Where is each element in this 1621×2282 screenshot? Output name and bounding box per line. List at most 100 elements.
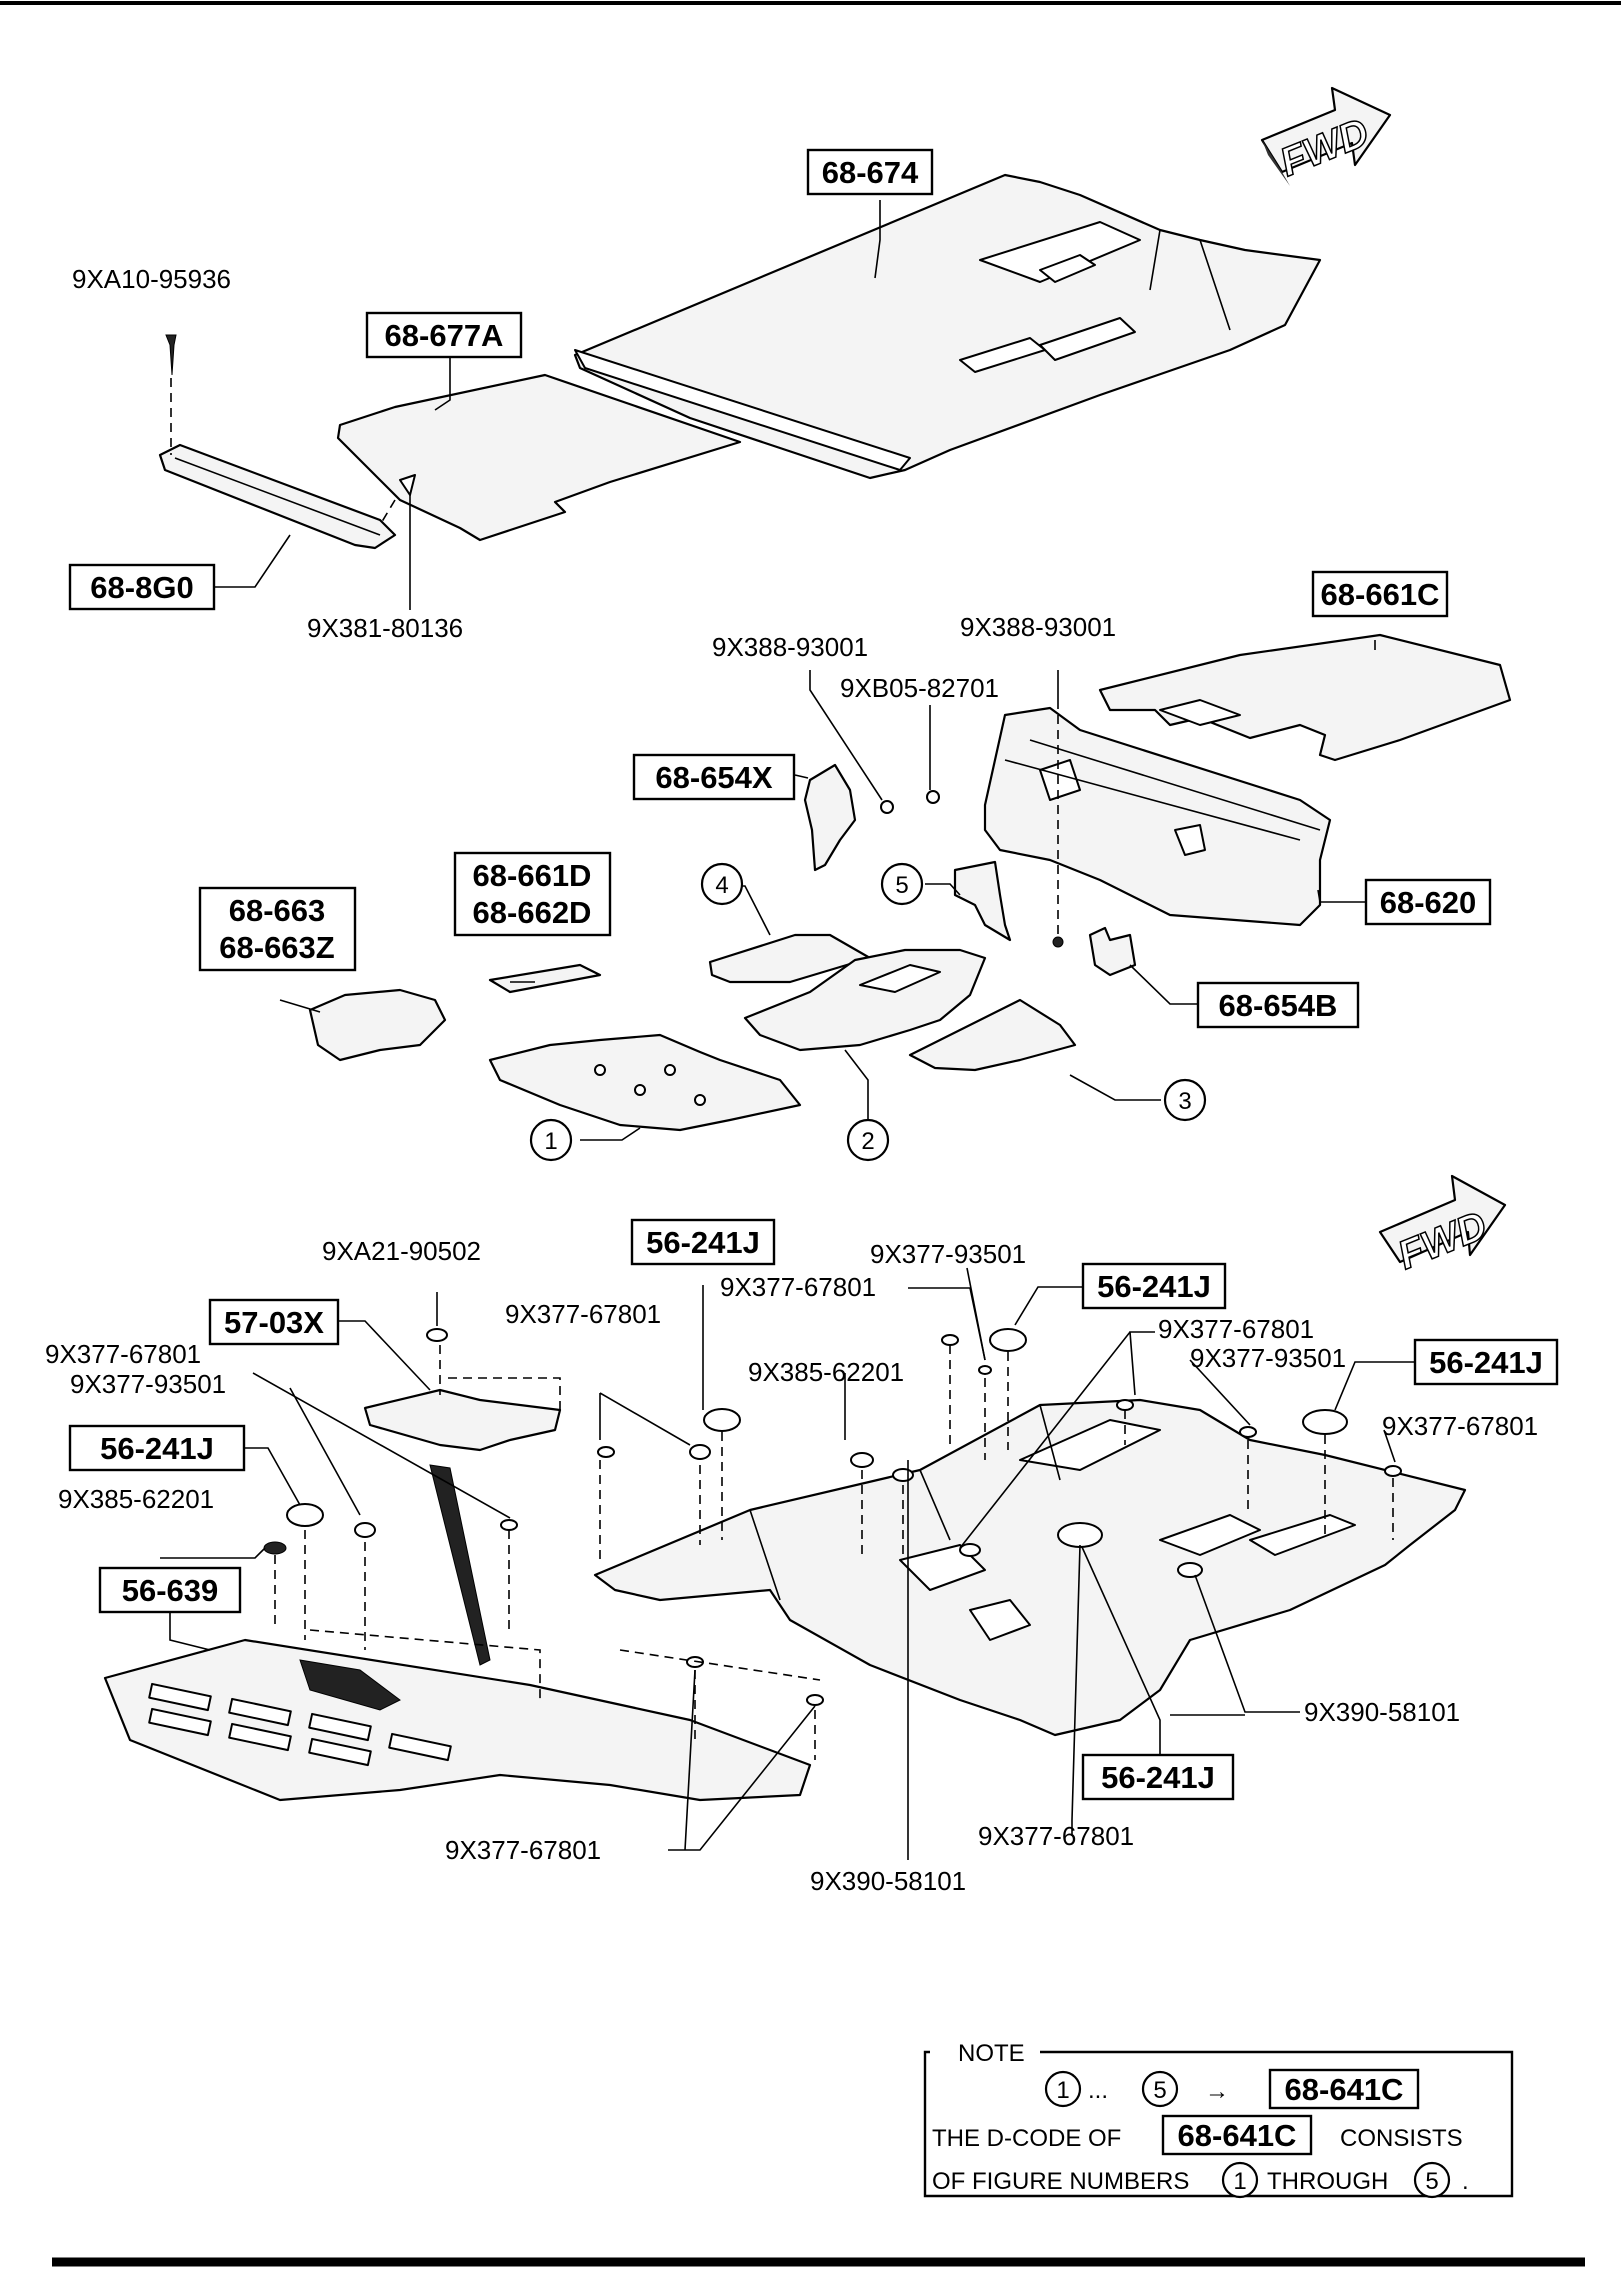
part-number[interactable]: 9X377-67801 (45, 1339, 201, 1369)
dash-insulator (1098, 633, 1512, 762)
floor-recess (969, 1599, 1031, 1641)
part-number[interactable]: 9X388-93001 (960, 612, 1116, 642)
callout-text: 68-661D (473, 858, 592, 893)
bolt-icon (1052, 936, 1064, 948)
grommets (263, 1328, 1402, 1706)
tunnel-hole (859, 964, 941, 993)
callout-56-639[interactable]: 56-639 (98, 1566, 242, 1614)
part-number[interactable]: 9X385-62201 (58, 1484, 214, 1514)
note-line3-period: . (1462, 2168, 1469, 2195)
callout-56-241j-b[interactable]: 56-241J (1081, 1262, 1227, 1310)
figure-number-4: 4 (700, 862, 744, 906)
dash-panel-hole (1174, 824, 1206, 856)
insulator-1 (488, 1033, 802, 1132)
part-number[interactable]: 9X377-67801 (978, 1821, 1134, 1851)
callout-68-674[interactable]: 68-674 (806, 148, 934, 196)
note-line2-prefix: THE D-CODE OF (932, 2125, 1121, 2152)
floor-recess (1249, 1514, 1356, 1556)
note-code: 68-641C (1285, 2072, 1404, 2107)
figure-number-text: 5 (895, 872, 908, 899)
bracket-right (1088, 926, 1137, 977)
part-number[interactable]: 9X377-93501 (870, 1239, 1026, 1269)
callout-text: 68-654X (655, 760, 773, 795)
part-number[interactable]: 9XA21-90502 (322, 1236, 481, 1266)
floor-recess (1159, 1514, 1261, 1556)
note-box: NOTE 1 ... 5 → 68-641C THE D-CODE OF 68-… (923, 2040, 1514, 2199)
callout-56-241j-a[interactable]: 56-241J (630, 1218, 776, 1266)
carpet-pad (1039, 317, 1136, 361)
note-line2-suffix: CONSISTS (1340, 2125, 1463, 2152)
install-dashes (274, 1345, 1394, 1760)
figure-number-5: 5 (880, 862, 924, 906)
callout-text: 68-620 (1380, 885, 1477, 920)
part-number[interactable]: 9X377-93501 (70, 1369, 226, 1399)
figure-number-3: 3 (1163, 1078, 1207, 1122)
part-number[interactable]: 9X390-58101 (1304, 1697, 1460, 1727)
note-line3-start: 1 (1233, 2168, 1246, 2195)
part-number[interactable]: 9XA10-95936 (72, 264, 231, 294)
rear-floor (103, 1638, 812, 1802)
shield-strap (429, 1464, 491, 1666)
callout-57-03x[interactable]: 57-03X (208, 1298, 340, 1346)
callout-68-677a[interactable]: 68-677A (365, 311, 523, 359)
part-number[interactable]: 9X388-93001 (712, 632, 868, 662)
part-number[interactable]: 9XB05-82701 (840, 673, 999, 703)
callout-text: 57-03X (224, 1305, 324, 1340)
figure-number-2: 2 (846, 1118, 890, 1162)
callout-text: 56-241J (1429, 1345, 1543, 1380)
floor-carpet-main (573, 173, 1322, 480)
note-fig-end: 5 (1153, 2077, 1166, 2104)
callout-text: 68-663Z (219, 930, 335, 965)
callout-68-663[interactable]: 68-663 68-663Z (198, 886, 357, 972)
part-number[interactable]: 9X377-67801 (505, 1299, 661, 1329)
floor-ridges (749, 1404, 1061, 1601)
rear-floor-shadow (299, 1659, 401, 1711)
note-line3-prefix: OF FIGURE NUMBERS (932, 2168, 1189, 2195)
fwd-arrow-top: FWD (1260, 86, 1392, 186)
clip-icon (880, 800, 894, 814)
note-line3-mid: THROUGH (1267, 2168, 1388, 2195)
callout-text: 68-661C (1321, 577, 1440, 612)
figure-number-text: 1 (544, 1128, 557, 1155)
carpet-tunnel (979, 221, 1141, 283)
fwd-arrow-bottom: FWD (1378, 1174, 1507, 1279)
callout-text: 56-241J (1101, 1760, 1215, 1795)
part-number[interactable]: 9X377-67801 (445, 1835, 601, 1865)
bracket-left (803, 763, 857, 872)
callout-68-661d[interactable]: 68-661D 68-662D (453, 851, 612, 937)
floor-recess (899, 1544, 986, 1591)
part-number[interactable]: 9X377-67801 (720, 1272, 876, 1302)
carpet-front-edge (574, 349, 911, 471)
dash-panel-hole (1039, 759, 1081, 801)
note-title: NOTE (958, 2040, 1025, 2067)
callout-68-654x[interactable]: 68-654X (632, 753, 796, 801)
clip-icon (926, 790, 940, 804)
callout-text: 68-677A (385, 318, 504, 353)
callout-text: 68-674 (822, 155, 919, 190)
dash-insulator-cutout (1159, 699, 1241, 726)
callout-text: 56-241J (1097, 1269, 1211, 1304)
clip-dash (379, 499, 396, 526)
part-number[interactable]: 9X377-67801 (1158, 1314, 1314, 1344)
part-number[interactable]: 9X385-62201 (748, 1357, 904, 1387)
part-number[interactable]: 9X390-58101 (810, 1866, 966, 1896)
callout-56-241j-e[interactable]: 56-241J (1081, 1753, 1235, 1801)
scuff-plate-ridge (174, 457, 381, 536)
callout-68-620[interactable]: 68-620 (1364, 878, 1492, 926)
callout-56-241j-c[interactable]: 56-241J (1413, 1338, 1559, 1386)
rear-carpet (336, 373, 742, 542)
part-number[interactable]: 9X377-67801 (1382, 1411, 1538, 1441)
note-line3-end: 5 (1425, 2168, 1438, 2195)
note-line2-code: 68-641C (1178, 2118, 1297, 2153)
callout-68-661c[interactable]: 68-661C (1311, 570, 1449, 618)
callout-text: 68-662D (473, 895, 592, 930)
callout-68-654b[interactable]: 68-654B (1196, 981, 1360, 1029)
callout-56-241j-d[interactable]: 56-241J (68, 1424, 246, 1472)
callout-68-8g0[interactable]: 68-8G0 (68, 563, 216, 611)
part-number[interactable]: 9X377-93501 (1190, 1343, 1346, 1373)
note-ellipsis: ... (1088, 2077, 1108, 2104)
callout-text: 56-639 (122, 1573, 219, 1608)
part-number[interactable]: 9X381-80136 (307, 613, 463, 643)
